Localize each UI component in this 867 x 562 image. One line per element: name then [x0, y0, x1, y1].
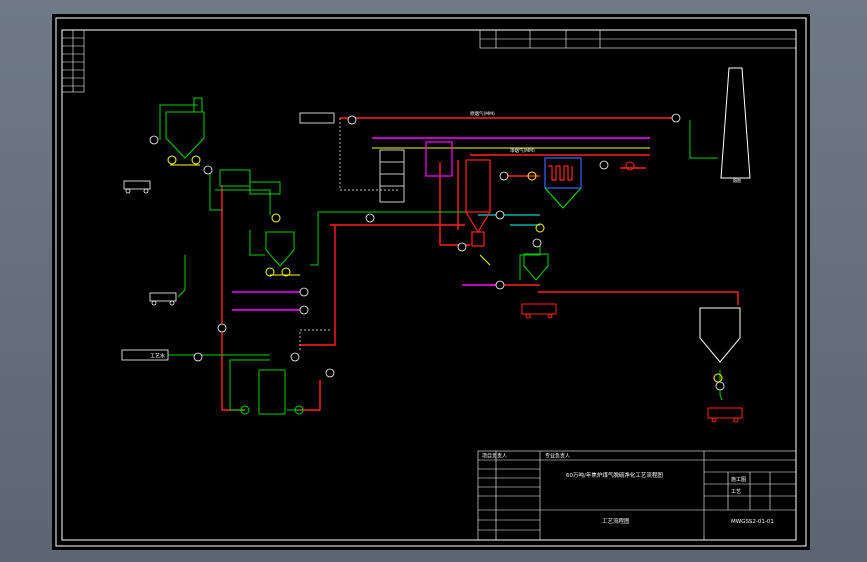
heat-exchanger	[379, 149, 405, 203]
title-project-leader: 项目负责人	[482, 453, 507, 460]
title-drawing-title: 工艺流程图	[602, 517, 630, 525]
ash-silo-right	[699, 307, 741, 363]
drawing-sheet	[52, 14, 810, 550]
pump-yellow	[167, 155, 723, 383]
title-project-line: 60万吨/年焦炉煤气脱硫净化工艺流程图	[566, 471, 663, 479]
truck-left-2	[149, 292, 177, 306]
title-drawing-number: MWGSS2-01-01	[731, 519, 774, 525]
red-pump	[625, 161, 635, 171]
bag-filter	[544, 157, 582, 209]
outer-frame	[55, 17, 807, 547]
inner-frame	[61, 29, 797, 541]
pipes-yellow	[170, 147, 650, 276]
instrument-circles	[149, 113, 725, 391]
ash-hopper-mid	[523, 253, 549, 281]
tanks	[219, 169, 286, 415]
magenta-vessel	[425, 141, 453, 177]
stack-label: 烟囱	[733, 177, 741, 183]
truck-left	[123, 180, 151, 194]
absorber-tower	[465, 159, 491, 247]
silo-top-left	[165, 97, 205, 159]
pipes-magenta	[232, 137, 650, 311]
title-discipline-leader: 专业负责人	[545, 453, 570, 460]
title-discipline: 工艺	[731, 489, 741, 495]
title-stage: 施工图	[731, 476, 746, 483]
title-block	[477, 450, 797, 541]
pump-green	[240, 405, 304, 415]
flue-gas-label-a: 原烟气(MM)	[470, 110, 495, 117]
label-box-top	[299, 112, 335, 124]
pipes-red	[221, 117, 739, 411]
water-supply-label: 工艺水	[150, 353, 165, 360]
label-box-water	[121, 349, 169, 361]
truck-red-right	[707, 407, 743, 423]
flue-gas-label-b: 净烟气(MM)	[510, 147, 535, 154]
truck-red-mid	[521, 303, 557, 319]
stack	[720, 67, 751, 179]
revision-table	[479, 29, 797, 49]
silo-mid	[265, 231, 295, 267]
revision-strip	[61, 29, 85, 93]
